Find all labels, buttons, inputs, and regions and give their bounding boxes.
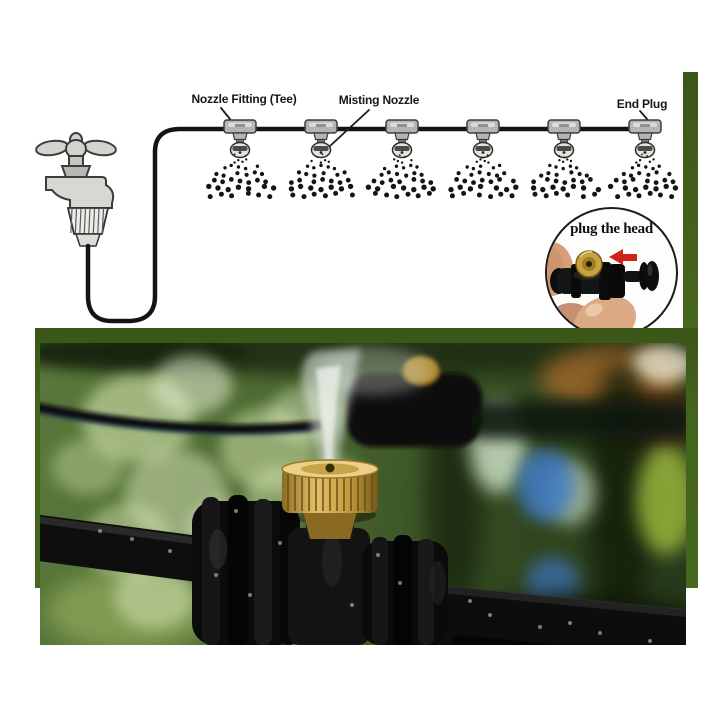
misting-nozzle-unit: [448, 119, 519, 200]
green-border-right: [683, 72, 698, 330]
water-droplets: [98, 509, 652, 643]
spray-dots: [206, 153, 277, 200]
main-tube-left: [40, 514, 221, 582]
bokeh-patch: [517, 449, 575, 521]
nozzle-orifice: [325, 463, 335, 473]
inset-end-plug: [623, 261, 659, 291]
inset-caption: plug the head: [570, 221, 653, 237]
bokeh-patch: [632, 345, 686, 383]
spray-dots: [288, 153, 355, 200]
main-tube-right: [403, 585, 686, 645]
diagram-drawing: [35, 107, 679, 324]
bokeh-patch: [636, 445, 686, 555]
product-photo: [40, 343, 686, 645]
misting-nozzle-unit: [530, 119, 602, 200]
spray-dots: [365, 154, 436, 200]
misting-nozzle-unit: [365, 119, 436, 200]
photo-foreground: [40, 347, 686, 645]
bokeh-patch: [52, 439, 124, 495]
misting-nozzle-unit: [607, 119, 679, 200]
inset-plug-the-head: plug the head: [545, 207, 678, 338]
label-nozzle-fitting: Nozzle Fitting (Tee): [191, 92, 297, 106]
spray-dots: [530, 155, 602, 200]
mist-spray: [301, 347, 430, 473]
brass-misting-nozzle: [281, 459, 379, 539]
label-end-plug: End Plug: [616, 97, 668, 111]
faucet-icon: [35, 132, 117, 209]
label-misting-nozzle: Misting Nozzle: [338, 93, 420, 107]
misting-nozzle-unit: [288, 119, 355, 200]
spray-dots: [448, 154, 519, 200]
installation-diagram: Nozzle Fitting (Tee) Misting Nozzle End …: [0, 0, 720, 338]
nozzle-fittings-row: [206, 119, 679, 200]
label-leader-lines: [220, 107, 648, 147]
inset-brass-nozzle: [575, 250, 603, 278]
misting-nozzle-unit: [206, 119, 277, 200]
faucet-adapter: [66, 207, 110, 247]
left-arrow-icon: [609, 249, 637, 265]
spray-dots: [607, 153, 679, 200]
supply-tube: [85, 126, 662, 324]
tee-fitting-photo: [192, 495, 448, 645]
bokeh-patch: [152, 355, 232, 415]
